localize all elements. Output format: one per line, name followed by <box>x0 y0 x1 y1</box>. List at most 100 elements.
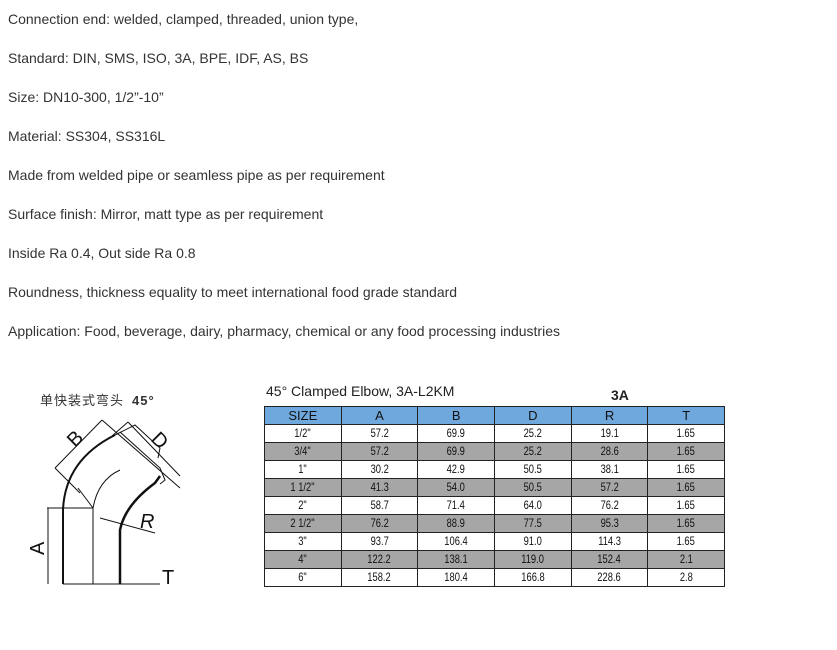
table-cell: 2 1/2" <box>264 514 342 533</box>
table-cell: 4" <box>264 550 342 569</box>
spec-line: Standard: DIN, SMS, ISO, 3A, BPE, IDF, A… <box>8 50 309 66</box>
cell-value: 180.4 <box>444 570 468 584</box>
table-cell: 1" <box>264 460 342 479</box>
table-cell: 71.4 <box>417 496 495 515</box>
cell-value: 50.5 <box>523 462 542 476</box>
cell-value: 2" <box>298 498 308 512</box>
col-d: D <box>494 406 572 425</box>
col-r: R <box>570 406 649 425</box>
table-cell: 6" <box>264 568 342 587</box>
table-cell: 93.7 <box>340 532 419 551</box>
cell-value: 54.0 <box>447 480 466 494</box>
cell-value: 1.65 <box>677 534 696 548</box>
cell-value: 76.2 <box>600 498 619 512</box>
standard-label: 3A <box>611 387 629 403</box>
cell-value: 114.3 <box>598 534 621 548</box>
elbow-diagram: B D R A T <box>27 419 181 589</box>
cell-value: 25.2 <box>523 426 542 440</box>
table-cell: 228.6 <box>570 568 649 587</box>
table-row: 3" 93.7 106.4 91.0 114.3 1.65 <box>264 532 725 551</box>
table-cell: 3/4" <box>264 442 342 461</box>
figure-title-text: 单快装式弯头 <box>40 394 125 409</box>
cell-value: 30.2 <box>370 462 389 476</box>
cell-value: 138.1 <box>444 552 468 566</box>
table-cell: 77.5 <box>494 514 572 533</box>
figure-angle: 45° <box>132 393 155 408</box>
cell-value: 64.0 <box>523 498 542 512</box>
col-b: B <box>417 406 495 425</box>
table-cell: 58.7 <box>340 496 419 515</box>
table-cell: 64.0 <box>494 496 572 515</box>
table-cell: 1.65 <box>647 442 725 461</box>
cell-value: 71.4 <box>447 498 466 512</box>
table-cell: 180.4 <box>417 568 495 587</box>
table-cell: 2" <box>264 496 342 515</box>
table-cell: 42.9 <box>417 460 495 479</box>
table-cell: 19.1 <box>570 424 649 443</box>
table-cell: 69.9 <box>417 442 495 461</box>
table-row: 4" 122.2 138.1 119.0 152.4 2.1 <box>264 550 725 569</box>
spec-line: Application: Food, beverage, dairy, phar… <box>8 323 560 339</box>
cell-value: 76.2 <box>370 516 389 530</box>
table-cell: 95.3 <box>570 514 649 533</box>
table-cell: 1.65 <box>647 424 725 443</box>
cell-value: 1 1/2" <box>290 480 315 494</box>
table-cell: 1/2" <box>264 424 342 443</box>
label-d: D <box>146 428 172 454</box>
table-cell: 57.2 <box>340 424 419 443</box>
table-cell: 76.2 <box>340 514 419 533</box>
cell-value: 1/2" <box>294 426 311 440</box>
table-cell: 30.2 <box>340 460 419 479</box>
table-cell: 25.2 <box>494 442 572 461</box>
label-a: A <box>27 541 49 555</box>
table-cell: 166.8 <box>494 568 572 587</box>
table-cell: 1.65 <box>647 496 725 515</box>
cell-value: 88.9 <box>447 516 466 530</box>
table-cell: 1 1/2" <box>264 478 342 497</box>
cell-value: 106.4 <box>444 534 468 548</box>
cell-value: 166.8 <box>521 570 545 584</box>
cell-value: 19.1 <box>600 426 619 440</box>
col-a: A <box>340 406 419 425</box>
table-cell: 38.1 <box>570 460 649 479</box>
cell-value: 1.65 <box>677 480 696 494</box>
table-cell: 28.6 <box>570 442 649 461</box>
table-cell: 54.0 <box>417 478 495 497</box>
cell-value: 1.65 <box>677 444 696 458</box>
table-cell: 2.1 <box>647 550 725 569</box>
cell-value: 2 1/2" <box>290 516 315 530</box>
cell-value: 119.0 <box>521 552 545 566</box>
cell-value: 57.2 <box>600 480 619 494</box>
cell-value: 58.7 <box>370 498 389 512</box>
table-row: 1 1/2" 41.3 54.0 50.5 57.2 1.65 <box>264 478 725 497</box>
table-cell: 106.4 <box>417 532 495 551</box>
table-cell: 50.5 <box>494 478 572 497</box>
cell-value: 91.0 <box>523 534 542 548</box>
cell-value: 122.2 <box>367 552 392 566</box>
table-header: SIZE A B D R T <box>264 406 725 425</box>
table-cell: 76.2 <box>570 496 649 515</box>
figure-title: 单快装式弯头 45° <box>40 390 155 409</box>
table-cell: 1.65 <box>647 478 725 497</box>
cell-value: 50.5 <box>523 480 542 494</box>
cell-value: 57.2 <box>370 426 389 440</box>
cell-value: 3" <box>298 534 308 548</box>
cell-value: 1.65 <box>677 426 696 440</box>
cell-value: 158.2 <box>367 570 392 584</box>
spec-line: Size: DN10-300, 1/2”-10” <box>8 89 164 105</box>
table-cell: 2.8 <box>647 568 725 587</box>
cell-value: 69.9 <box>447 444 466 458</box>
table-cell: 114.3 <box>570 532 649 551</box>
table-cell: 152.4 <box>570 550 649 569</box>
cell-value: 95.3 <box>600 516 619 530</box>
spec-line: Inside Ra 0.4, Out side Ra 0.8 <box>8 245 196 261</box>
table-cell: 57.2 <box>570 478 649 497</box>
table-cell: 41.3 <box>340 478 419 497</box>
table-cell: 1.65 <box>647 514 725 533</box>
cell-value: 2.1 <box>679 552 693 566</box>
table-cell: 158.2 <box>340 568 419 587</box>
cell-value: 1.65 <box>677 498 696 512</box>
